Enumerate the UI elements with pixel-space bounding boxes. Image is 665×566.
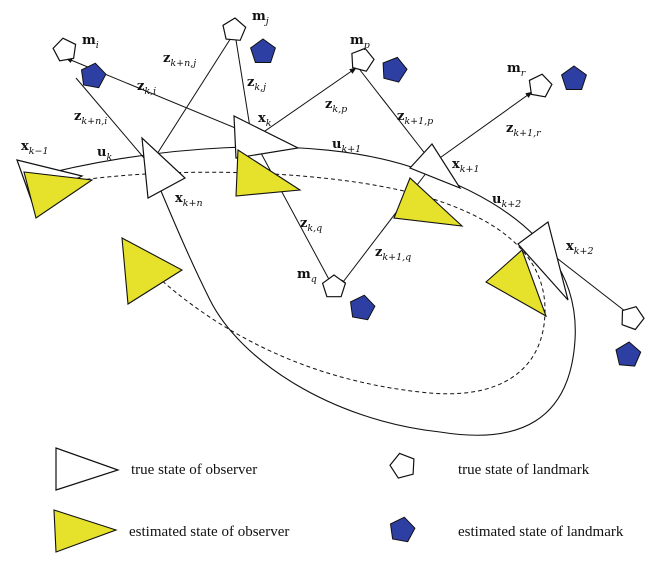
true-observer-x-k2: [517, 220, 569, 301]
est-landmark-m-p: [382, 56, 408, 83]
est-observer-km1: [23, 171, 94, 219]
obs-k1-r: [429, 91, 533, 166]
label-m-r: mr: [507, 61, 527, 79]
est-observer-k1: [393, 177, 464, 227]
obs-kn-i: [75, 77, 151, 166]
obs-k-p: [251, 67, 357, 141]
label-z-kq: zk,q: [300, 216, 322, 234]
estimated-trajectory: [44, 171, 546, 395]
label-x-kpn: xk+n: [175, 191, 203, 209]
legend-est-landmark-shape: [389, 516, 416, 543]
obs-k-q: [254, 141, 333, 286]
true-landmark-m-j: [222, 17, 247, 41]
est-landmark-m-j: [250, 38, 276, 63]
label-z-kni: zk+n,i: [74, 109, 107, 127]
true-observer-x-k: [233, 115, 300, 159]
label-z-kp: zk,p: [325, 97, 347, 115]
est-observer-k: [235, 149, 302, 197]
legend-estimated-landmark: estimated state of landmark: [458, 524, 624, 540]
label-m-j: mj: [252, 9, 269, 27]
label-x-kp2: xk+2: [566, 239, 594, 257]
true-landmark-m-q: [321, 274, 347, 298]
est-observer-kn: [121, 237, 184, 305]
true-landmark-m-r: [528, 73, 553, 98]
legend-true-landmark: true state of landmark: [458, 462, 590, 478]
true-observer-x-k1: [408, 143, 462, 190]
true-trajectory: [29, 146, 576, 436]
label-u-k: uk: [97, 145, 112, 163]
label-z-kj: zk,j: [247, 75, 266, 93]
est-observer-k2: [485, 249, 548, 318]
label-z-k1r: zk+1,r: [506, 121, 542, 139]
label-x-kp1: xk+1: [452, 157, 480, 175]
true-landmark-m-i: [52, 37, 77, 62]
label-z-k1q: zk+1,q: [375, 245, 411, 263]
obs-kn-j: [149, 29, 237, 166]
obs-k1-p: [359, 69, 431, 161]
legend-true-landmark-shape: [389, 452, 415, 479]
label-m-p: mp: [350, 33, 370, 51]
label-z-k1p: zk+1,p: [397, 109, 433, 127]
label-m-q: mq: [297, 267, 317, 285]
label-u-kp1: uk+1: [332, 137, 361, 155]
legend-true-observer-shape: [55, 447, 120, 491]
true-observer-x-kn: [141, 136, 187, 199]
label-z-ki: zk,i: [137, 79, 156, 97]
label-u-kp2: uk+2: [492, 192, 521, 210]
est-landmark-m-r: [561, 65, 587, 90]
label-x-km1: xk−1: [21, 139, 49, 157]
label-x-k: xk: [258, 111, 272, 129]
legend-estimated-observer: estimated state of observer: [129, 524, 289, 540]
label-z-knj: zk+n,j: [163, 51, 196, 69]
label-m-i: mi: [82, 33, 99, 51]
true-landmark-m-p: [351, 47, 375, 72]
est-landmark-s: [615, 341, 642, 367]
legend-est-observer-shape: [53, 509, 118, 553]
est-landmark-m-i: [80, 62, 107, 89]
true-landmark-s: [621, 306, 645, 331]
est-landmark-m-q: [349, 294, 376, 321]
legend-true-observer: true state of observer: [131, 462, 257, 478]
